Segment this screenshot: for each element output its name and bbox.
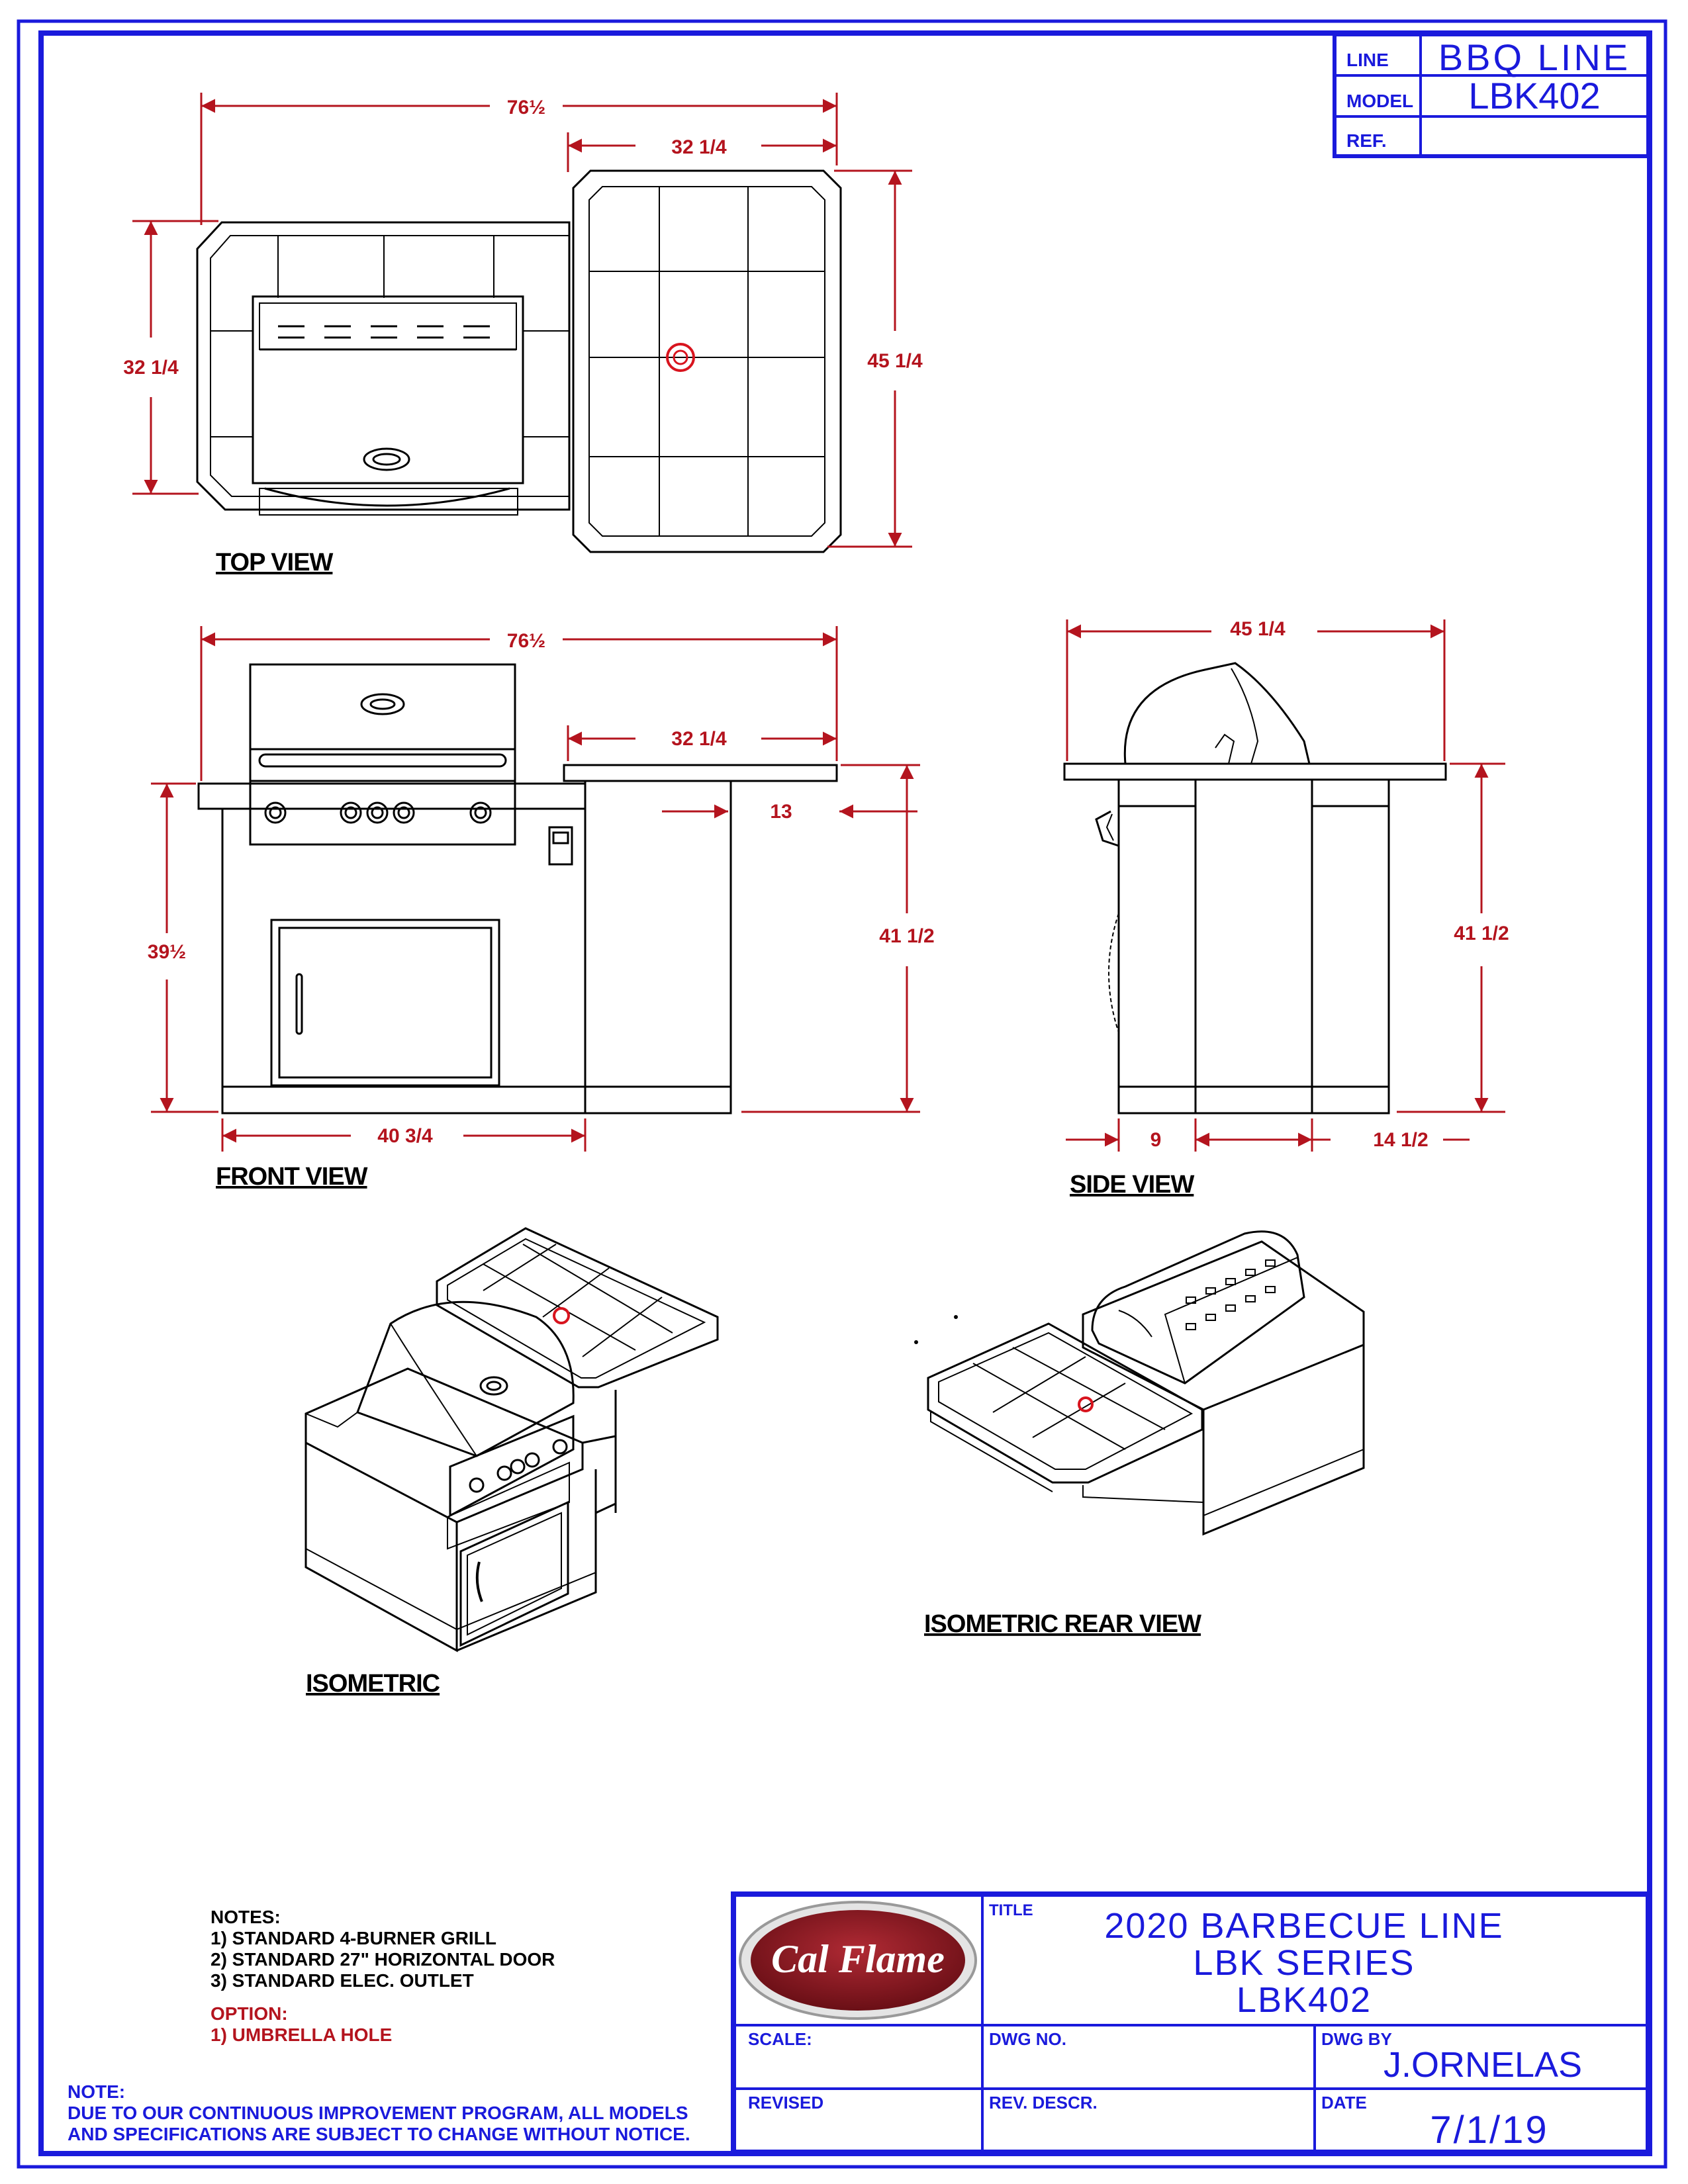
notes-block: NOTES: 1) STANDARD 4-BURNER GRILL 2) STA…	[68, 1907, 690, 2144]
note-item: 3) STANDARD ELEC. OUTLET	[211, 1970, 474, 1991]
dim-front-grill-height: 39½	[148, 941, 186, 963]
dwg-by-label: DWG BY	[1321, 2029, 1392, 2049]
inner-border	[38, 30, 1652, 2156]
option-heading: OPTION:	[211, 2003, 288, 2024]
scale-label: SCALE:	[748, 2029, 812, 2049]
disclaimer-line: AND SPECIFICATIONS ARE SUBJECT TO CHANGE…	[68, 2124, 690, 2144]
header-title-block: LINE BBQ LINE MODEL LBK402 REF.	[1333, 32, 1650, 158]
isometric-rear-view	[927, 1230, 1365, 1536]
dim-side-right: 14 1/2	[1373, 1129, 1428, 1151]
dim-side-left: 9	[1150, 1129, 1162, 1151]
title-line-1: 2020 BARBECUE LINE	[1104, 1906, 1503, 1946]
front-view	[197, 663, 838, 1115]
model-label: MODEL	[1346, 91, 1413, 111]
ref-label: REF.	[1346, 130, 1387, 151]
line-label: LINE	[1346, 50, 1389, 70]
date-value: 7/1/19	[1430, 2109, 1548, 2152]
notes-heading: NOTES:	[211, 1907, 281, 1927]
dim-top-counter-depth: 45 1/4	[867, 350, 923, 372]
dim-top-grill-depth: 32 1/4	[123, 357, 179, 379]
dim-top-overall-width: 76½	[507, 97, 545, 118]
side-view	[1063, 662, 1447, 1115]
dim-front-overhang: 13	[770, 801, 792, 823]
dim-top-counter-width: 32 1/4	[671, 136, 727, 158]
note-item: 1) STANDARD 4-BURNER GRILL	[211, 1928, 496, 1948]
revised-label: REVISED	[748, 2093, 823, 2113]
side-view-label: SIDE VIEW	[1070, 1171, 1194, 1199]
stray-dot	[914, 1340, 918, 1344]
front-view-dimensions	[151, 626, 920, 1152]
title-line-2: LBK SERIES	[1193, 1943, 1415, 1983]
dwg-by-value: J.ORNELAS	[1383, 2045, 1582, 2085]
disclaimer-heading: NOTE:	[68, 2081, 125, 2102]
top-view-label: TOP VIEW	[216, 549, 334, 576]
cal-flame-logo: Cal Flame	[739, 1901, 977, 2020]
title-line-3: LBK402	[1237, 1980, 1372, 2020]
dim-front-counter-height: 41 1/2	[879, 925, 934, 947]
dim-side-height: 41 1/2	[1454, 923, 1509, 944]
top-view	[196, 169, 842, 553]
top-view-dimensions	[132, 93, 912, 548]
outer-border	[17, 19, 1667, 2169]
dim-front-counter-width: 32 1/4	[671, 728, 727, 750]
model-value: LBK402	[1468, 75, 1600, 116]
disclaimer-line: DUE TO OUR CONTINUOUS IMPROVEMENT PROGRA…	[68, 2103, 688, 2123]
dim-side-depth: 45 1/4	[1230, 618, 1286, 640]
logo-text: Cal Flame	[771, 1937, 945, 1981]
line-value: BBQ LINE	[1438, 36, 1630, 78]
isometric-rear-label: ISOMETRIC REAR VIEW	[924, 1610, 1201, 1638]
stray-dot	[954, 1315, 958, 1319]
rev-descr-label: REV. DESCR.	[989, 2093, 1098, 2113]
note-item: 2) STANDARD 27" HORIZONTAL DOOR	[211, 1949, 555, 1970]
side-view-dimensions	[1066, 619, 1505, 1152]
title-label: TITLE	[989, 1901, 1033, 1919]
bottom-title-block	[731, 1891, 1651, 2155]
date-label: DATE	[1321, 2093, 1367, 2113]
dwg-no-label: DWG NO.	[989, 2029, 1066, 2049]
isometric-label: ISOMETRIC	[306, 1670, 440, 1698]
option-item: 1) UMBRELLA HOLE	[211, 2025, 392, 2045]
isometric-view	[305, 1227, 719, 1653]
front-view-label: FRONT VIEW	[216, 1163, 368, 1191]
dim-front-overall-width: 76½	[507, 630, 545, 652]
dim-front-base-width: 40 3/4	[377, 1125, 433, 1147]
